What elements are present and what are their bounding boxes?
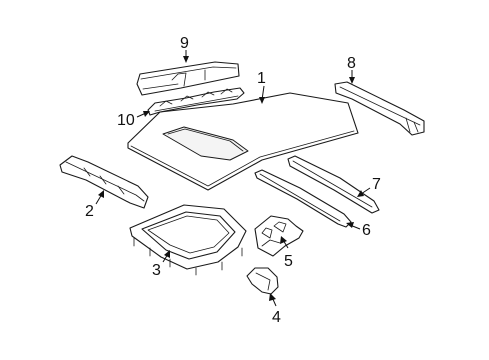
svg-text:10: 10 (117, 112, 135, 129)
svg-text:5: 5 (284, 253, 293, 270)
sunroof-opening (162, 126, 249, 161)
svg-text:2: 2 (85, 203, 94, 220)
part-1-roof-panel (127, 92, 359, 191)
callout-7: 7 (357, 176, 381, 197)
callout-8: 8 (347, 55, 356, 84)
svg-text:1: 1 (257, 70, 266, 87)
part-7-guide-rail-upper (287, 155, 380, 214)
callout-10: 10 (117, 111, 150, 129)
part-10-roof-bow (147, 87, 245, 116)
svg-text:8: 8 (347, 55, 356, 72)
svg-text:6: 6 (362, 222, 371, 239)
svg-text:3: 3 (152, 262, 161, 279)
part-4-drain-bracket (246, 267, 279, 295)
callout-9: 9 (180, 35, 189, 63)
part-8-right-side-rail (334, 81, 425, 136)
callout-2: 2 (85, 190, 104, 220)
callout-5: 5 (280, 236, 293, 270)
part-3-sunroof-housing (129, 204, 247, 276)
callout-4: 4 (269, 293, 281, 326)
svg-text:4: 4 (272, 309, 281, 326)
svg-text:7: 7 (372, 176, 381, 193)
svg-text:9: 9 (180, 35, 189, 52)
callout-6: 6 (346, 222, 371, 239)
part-5-drive-motor (254, 215, 304, 257)
callout-1: 1 (257, 70, 266, 104)
part-2-left-side-rail (59, 155, 149, 209)
part-9-front-header (136, 61, 240, 96)
callout-3: 3 (152, 250, 170, 279)
